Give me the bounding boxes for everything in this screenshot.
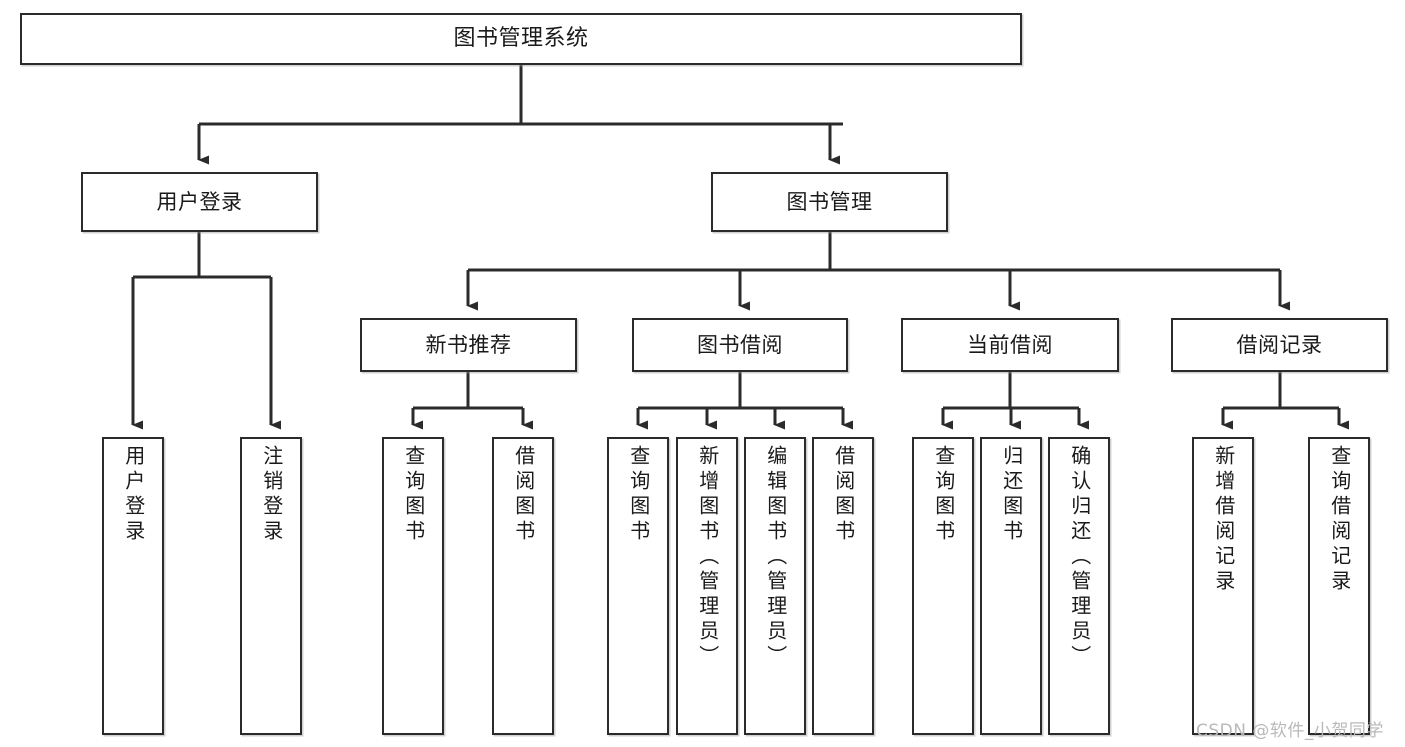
node-current-borrow[interactable]: 当前借阅 [901,318,1119,372]
node-label: 编辑图书（管理员） [763,445,788,670]
node-leaf-add-book[interactable]: 新增图书（管理员） [676,437,738,735]
csdn-watermark: CSDN @软件_小贺同学 [1196,721,1384,741]
node-label: 新增借阅记录 [1211,445,1236,595]
node-leaf-query-borrow-record[interactable]: 查询借阅记录 [1308,437,1370,735]
node-user-login-module[interactable]: 用户登录 [81,172,318,232]
node-root-system[interactable]: 图书管理系统 [20,13,1022,65]
node-label: 新书推荐 [425,332,512,357]
node-label: 查询借阅记录 [1327,445,1352,595]
node-leaf-query-book-current[interactable]: 查询图书 [912,437,974,735]
node-label: 用户登录 [121,445,146,545]
node-leaf-confirm-return[interactable]: 确认归还（管理员） [1048,437,1110,735]
node-label: 借阅记录 [1236,332,1323,357]
node-leaf-add-borrow-record[interactable]: 新增借阅记录 [1192,437,1254,735]
node-label: 注销登录 [259,445,284,545]
node-label: 图书借阅 [697,332,783,357]
node-label: 查询图书 [401,445,426,545]
node-label: 当前借阅 [967,332,1053,357]
node-label: 借阅图书 [831,445,856,545]
node-borrow-record[interactable]: 借阅记录 [1171,318,1388,372]
node-label: 图书管理 [786,189,873,214]
node-leaf-borrow-book-borrow[interactable]: 借阅图书 [812,437,874,735]
node-leaf-borrow-book-new[interactable]: 借阅图书 [492,437,554,735]
node-book-manage-module[interactable]: 图书管理 [711,172,948,232]
node-label: 用户登录 [156,189,243,214]
node-label: 确认归还（管理员） [1067,445,1092,670]
node-label: 归还图书 [999,445,1024,545]
node-label: 查询图书 [626,445,651,545]
node-leaf-edit-book[interactable]: 编辑图书（管理员） [744,437,806,735]
node-label: 查询图书 [931,445,956,545]
node-leaf-query-book-new[interactable]: 查询图书 [382,437,444,735]
node-leaf-query-book-borrow[interactable]: 查询图书 [607,437,669,735]
node-leaf-logout[interactable]: 注销登录 [240,437,302,735]
node-new-book-recommend[interactable]: 新书推荐 [360,318,577,372]
node-leaf-return-book[interactable]: 归还图书 [980,437,1042,735]
node-label: 图书管理系统 [453,26,589,52]
node-book-borrow[interactable]: 图书借阅 [632,318,848,372]
node-leaf-user-login[interactable]: 用户登录 [102,437,164,735]
node-label: 新增图书（管理员） [695,445,720,670]
node-label: 借阅图书 [511,445,536,545]
